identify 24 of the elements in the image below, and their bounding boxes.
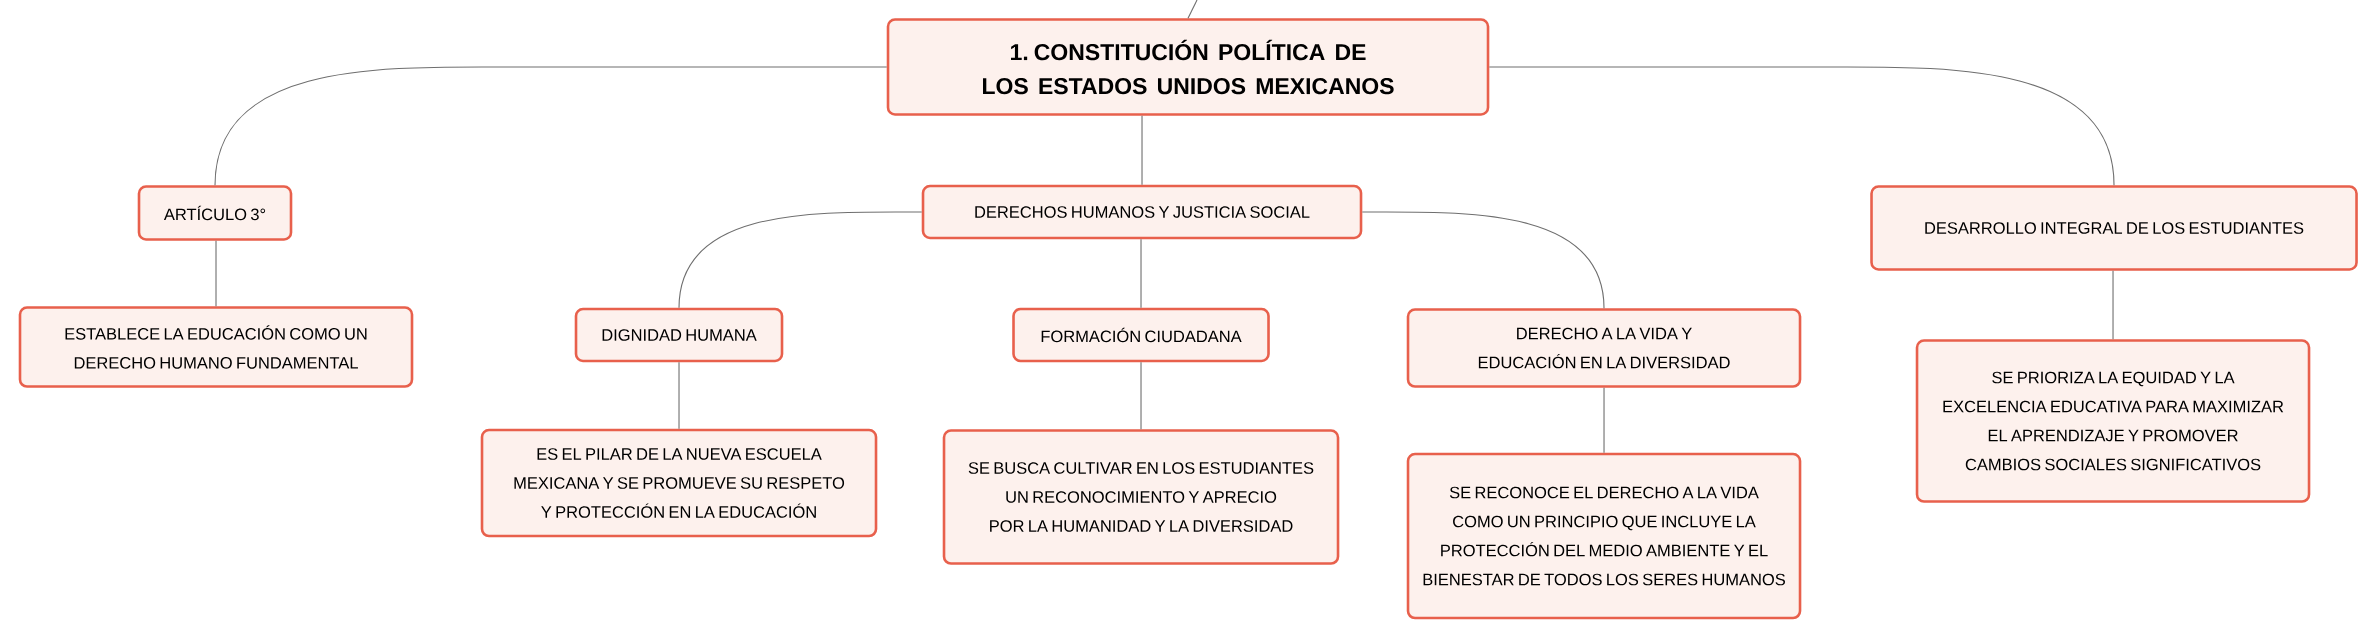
connector-line — [1140, 238, 1142, 309]
connector-line — [1361, 211, 1605, 309]
concept-box: DERECHO A LA VIDA Y EDUCACIÓN EN LA DIVERSIDAD — [1406, 308, 1802, 388]
concept-box: SE RECONOCE EL DERECHO A LA VIDA COMO UN PRINCIPIO QUE INCLUYE LA PROTECCIÓN DEL MEDIO AMBIENTE Y EL BIENESTAR DE TODOS LOS SERES HUMANOS — [1406, 452, 1802, 620]
concept-box: DIGNIDAD HUMANA — [574, 307, 784, 363]
title-box: 1. CONSTITUCIÓN POLÍTICA DE LOS ESTADOS UNIDOS MEXICANOS — [886, 18, 1490, 116]
connector-line — [214, 66, 888, 186]
connector-line — [215, 240, 217, 307]
connector-line — [1488, 66, 2115, 186]
connector-line — [2112, 270, 2114, 340]
connector-line — [1187, 0, 1198, 19]
connector-line — [1141, 115, 1143, 186]
concept-box: ARTÍCULO 3° — [137, 185, 293, 241]
concept-box: SE BUSCA CULTIVAR EN LOS ESTUDIANTES UN RECONOCIMIENTO Y APRECIO POR LA HUMANIDAD Y LA DIVERSIDAD — [942, 429, 1340, 565]
connector-line — [678, 211, 923, 309]
concept-box: SE PRIORIZA LA EQUIDAD Y LA EXCELENCIA EDUCATIVA PARA MAXIMIZAR EL APRENDIZAJE Y PROMOVER CAMBIOS SOCIALES SIGNIFICATIVOS — [1915, 339, 2311, 503]
connector-line — [1603, 387, 1605, 454]
concept-box: FORMACIÓN CIUDADANA — [1012, 307, 1270, 363]
connector-line — [678, 361, 680, 430]
concept-box: ESTABLECE LA EDUCACIÓN COMO UN DERECHO HUMANO FUNDAMENTAL — [18, 306, 414, 388]
concept-box: DERECHOS HUMANOS Y JUSTICIA SOCIAL — [921, 184, 1363, 240]
connector-line — [1140, 361, 1142, 430]
concept-box: DESARROLLO INTEGRAL DE LOS ESTUDIANTES — [1870, 185, 2358, 271]
concept-box: ES EL PILAR DE LA NUEVA ESCUELA MEXICANA Y SE PROMUEVE SU RESPETO Y PROTECCIÓN EN LA EDUCACIÓN — [480, 428, 878, 538]
